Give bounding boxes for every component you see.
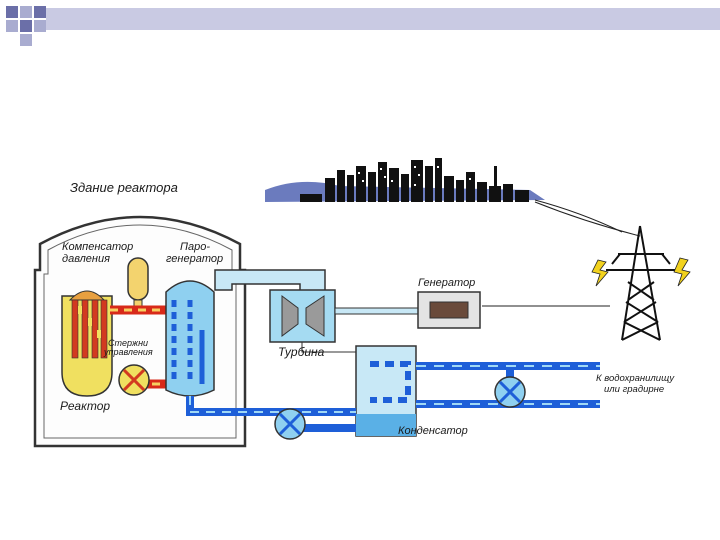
- steam-pipe: [214, 269, 326, 293]
- pressurizer-label-2: давления: [62, 253, 110, 265]
- control-rods: [71, 299, 108, 359]
- condenser: [355, 345, 417, 437]
- steam-generator: [165, 280, 215, 397]
- generator-label: Генератор: [418, 277, 475, 289]
- turbine-label: Турбина: [278, 345, 325, 359]
- turbine-shaft: [334, 307, 426, 315]
- control-rods-label-2: управления: [103, 347, 153, 357]
- pressurizer-label-1: Компенсатор: [62, 241, 133, 253]
- building-label: Здание реактора: [70, 180, 178, 195]
- reactor-label: Реактор: [60, 399, 110, 413]
- slide-header: [6, 6, 720, 46]
- generator: [417, 291, 481, 329]
- power-lines: [482, 199, 641, 307]
- steam-generator-label-1: Паро-: [180, 241, 210, 253]
- power-pylon: [606, 225, 676, 341]
- control-rods-label-1: Стержни: [108, 338, 148, 348]
- pump-icon: [274, 408, 306, 440]
- reactor-vessel: [61, 290, 113, 397]
- pump-icon: [494, 376, 526, 408]
- lightning-bolt: [591, 257, 691, 287]
- steam-generator-label-2: генератор: [166, 253, 223, 265]
- outlet-label-2: или градирне: [604, 384, 664, 395]
- turbine: [269, 289, 336, 343]
- outlet-label-1: К водохранилищу: [596, 373, 675, 384]
- condenser-label: Конденсатор: [398, 425, 468, 437]
- pump-icon: [118, 364, 150, 396]
- city-skyline: [265, 158, 545, 202]
